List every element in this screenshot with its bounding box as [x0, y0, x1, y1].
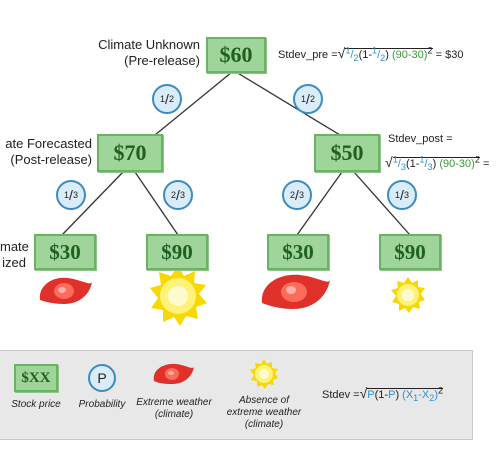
legend-panel: $XX Stock price P Probability Extreme we… [0, 350, 473, 440]
extreme-weather-icon [39, 277, 92, 304]
prob-root-right: 1/2 [293, 84, 323, 114]
prob-right-leaf4: 1/3 [387, 180, 417, 210]
absence-caption-line3: (climate) [244, 419, 284, 430]
sun-icon [250, 359, 278, 389]
absence-caption-line1: Absence of [238, 395, 290, 406]
edge-left-leaf2 [134, 171, 179, 236]
leaf3-price-box: $30 [267, 234, 329, 270]
legend-stock-caption: Stock price [11, 399, 61, 410]
edge-left-leaf1 [61, 171, 124, 236]
leaf4-price-box: $90 [379, 234, 441, 270]
extreme-weather-icon [153, 363, 194, 384]
root-label-line2: (Pre-release) [124, 53, 200, 68]
root-stage-label: Climate Unknown (Pre-release) [60, 37, 200, 69]
absence-caption-line2: extreme weather [226, 407, 302, 418]
root-label-line1: Climate Unknown [98, 37, 200, 52]
sun-icon [150, 266, 207, 326]
leaf-stage-label: mate ized [0, 239, 29, 271]
legend-icons [153, 359, 278, 389]
extreme-caption-line2: (climate) [154, 409, 194, 420]
leaf-label-line2: ized [2, 255, 26, 270]
right-price-box: $50 [314, 134, 380, 172]
leaf-label-line1: mate [0, 239, 29, 254]
stdev-post-result: = [483, 158, 490, 170]
edge-right-leaf4 [353, 171, 411, 236]
prob-left-leaf1: 1/3 [56, 180, 86, 210]
left-price-box: $70 [97, 134, 163, 172]
mid-label-line1: ate Forecasted [5, 136, 92, 151]
stdev-pre-result: = $30 [435, 49, 464, 61]
extreme-caption-line1: Extreme weather [136, 397, 212, 408]
leaf1-price-box: $30 [34, 234, 96, 270]
mid-stage-label: ate Forecasted (Post-release) [0, 136, 92, 168]
legend-extreme-caption: Extreme weather (climate) [134, 397, 214, 421]
prob-left-leaf2: 2/3 [163, 180, 193, 210]
legend-absence-caption: Absence of extreme weather (climate) [222, 395, 306, 431]
stdev-post-formula: √1/3(1-1/3) (90-30)2 = [385, 154, 490, 173]
mid-label-line2: (Post-release) [10, 152, 92, 167]
legend-stdev-formula: Stdev =√P(1-P) (X1-X2)2 [322, 385, 444, 404]
edge-right-leaf3 [296, 171, 343, 236]
prob-right-leaf3: 2/3 [282, 180, 312, 210]
edge-root-left [154, 71, 233, 136]
legend-prob-symbol: P [88, 364, 116, 392]
sun-icon [391, 277, 425, 313]
stdev-pre-formula: Stdev_pre =√1/2(1-1/2) (90-30)2 = $30 [278, 45, 464, 64]
edge-root-right [235, 71, 341, 136]
legend-prob-caption: Probability [78, 399, 126, 410]
extreme-weather-icon [261, 274, 330, 309]
root-price-box: $60 [206, 37, 266, 73]
legend-stdev-label: Stdev = [322, 389, 360, 401]
stdev-post-label: Stdev_post = [388, 133, 453, 145]
prob-root-left: 1/2 [152, 84, 182, 114]
leaf2-price-box: $90 [146, 234, 208, 270]
legend-stock-symbol: $XX [14, 364, 58, 392]
stdev-pre-label: Stdev_pre = [278, 49, 338, 61]
